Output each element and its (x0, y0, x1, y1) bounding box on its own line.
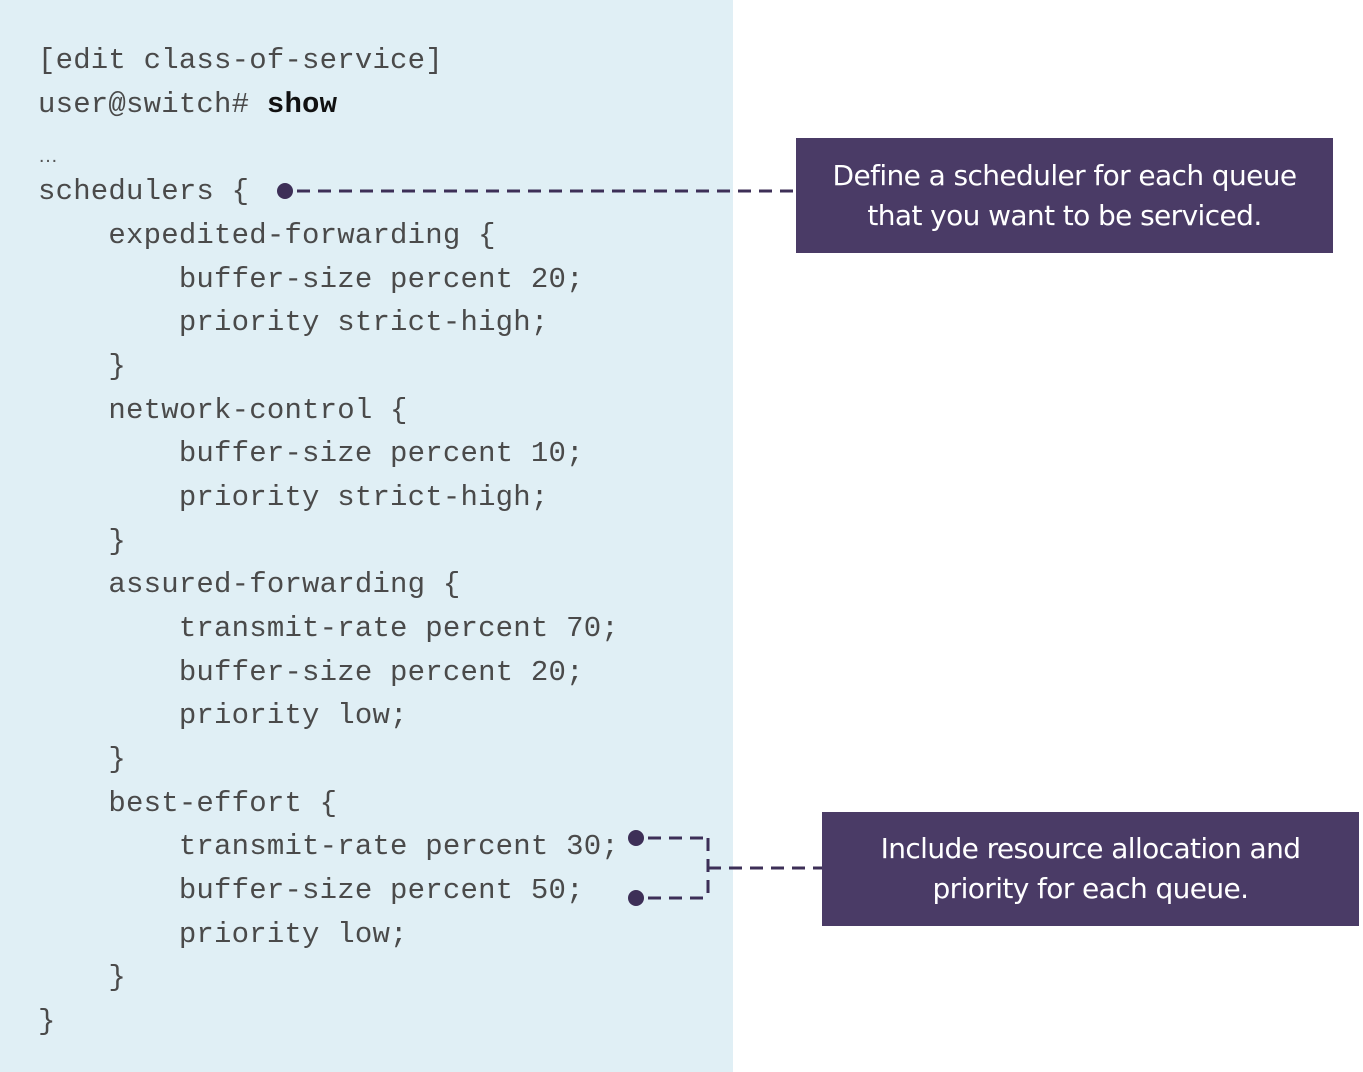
prompt-text: user@switch# (38, 88, 267, 121)
code-line: transmit-rate percent 70; (38, 612, 619, 645)
scheduler-callout: Define a scheduler for each queue that y… (796, 138, 1333, 253)
scheduler-connector-dot (277, 183, 293, 199)
code-line: } (38, 350, 127, 383)
code-panel: [edit class-of-service] user@switch# sho… (0, 0, 733, 1072)
code-line: priority strict-high; (38, 306, 549, 339)
code-line: [edit class-of-service] (38, 44, 443, 77)
code-line: buffer-size percent 20; (38, 263, 584, 296)
resources-callout: Include resource allocation and priority… (822, 812, 1359, 926)
code-line: buffer-size percent 20; (38, 656, 584, 689)
code-line: } (38, 1005, 56, 1038)
code-line: network-control { (38, 394, 408, 427)
code-line: transmit-rate percent 30; (38, 830, 619, 863)
code-line: assured-forwarding { (38, 568, 461, 601)
code-line: priority low; (38, 699, 408, 732)
transmit-rate-connector-dot (628, 830, 644, 846)
resources-callout-line1: Include resource allocation and (880, 832, 1301, 865)
code-line: buffer-size percent 50; (38, 874, 584, 907)
ellipsis: … (38, 145, 59, 167)
code-line: best-effort { (38, 787, 338, 820)
buffer-size-connector-dot (628, 890, 644, 906)
code-line: priority strict-high; (38, 481, 549, 514)
code-prompt-line: user@switch# show (38, 87, 337, 123)
code-line: } (38, 525, 127, 558)
code-line: buffer-size percent 10; (38, 437, 584, 470)
code-line: } (38, 743, 127, 776)
code-line: } (38, 961, 127, 994)
code-line: expedited-forwarding { (38, 219, 496, 252)
show-command: show (266, 88, 338, 121)
scheduler-callout-line1: Define a scheduler for each queue (832, 158, 1298, 192)
scheduler-callout-line2: that you want to be serviced. (867, 198, 1262, 232)
code-line: priority low; (38, 918, 408, 951)
resources-callout-line2: priority for each queue. (932, 872, 1250, 905)
code-line: schedulers { (38, 175, 250, 208)
